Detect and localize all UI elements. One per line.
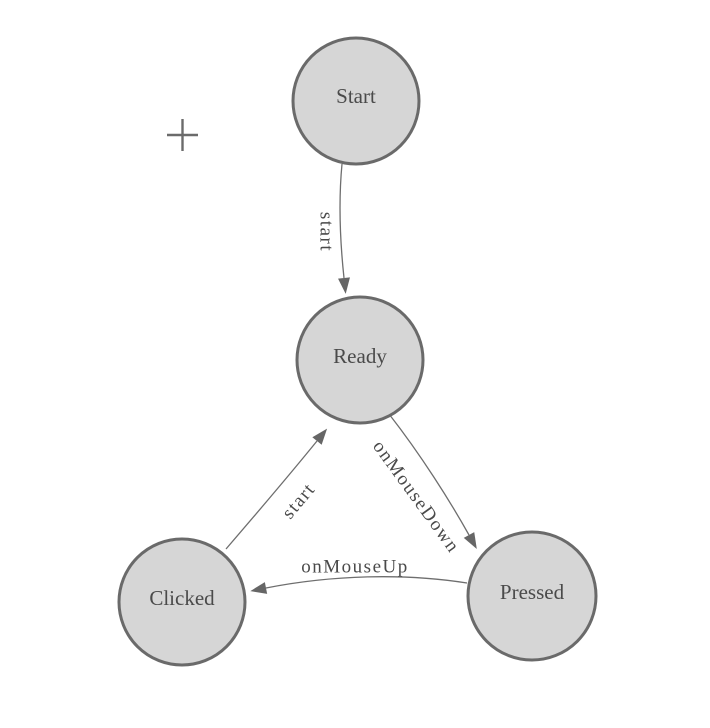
state-node-ready[interactable]: Ready bbox=[295, 295, 425, 425]
edge-line[interactable] bbox=[250, 576, 468, 594]
edge-label-clicked-to-ready: start bbox=[278, 479, 320, 523]
state-node-circle[interactable] bbox=[466, 530, 598, 662]
state-node-start[interactable]: Start bbox=[291, 36, 421, 166]
state-node-circle[interactable] bbox=[117, 537, 247, 667]
edge-label-pressed-to-clicked: onMouseUp bbox=[301, 557, 408, 578]
state-node-label-clicked: Clicked bbox=[149, 586, 215, 610]
edge-line[interactable] bbox=[388, 413, 477, 549]
edge-line[interactable] bbox=[338, 163, 350, 294]
state-node-circle[interactable] bbox=[291, 36, 421, 166]
edge-label-ready-to-pressed: onMouseDown bbox=[368, 437, 464, 557]
state-node-label-pressed: Pressed bbox=[500, 580, 565, 604]
state-node-clicked[interactable]: Clicked bbox=[117, 537, 247, 667]
edge-clicked-to-ready[interactable]: start bbox=[225, 428, 328, 550]
crosshair-icon bbox=[167, 119, 198, 151]
edge-start-to-ready[interactable]: start bbox=[316, 163, 350, 294]
state-node-label-start: Start bbox=[336, 84, 376, 108]
state-node-circle[interactable] bbox=[295, 295, 425, 425]
state-node-pressed[interactable]: Pressed bbox=[466, 530, 598, 662]
edge-pressed-to-clicked[interactable]: onMouseUp bbox=[250, 557, 468, 594]
edge-ready-to-pressed[interactable]: onMouseDown bbox=[368, 413, 477, 557]
state-node-label-ready: Ready bbox=[333, 344, 387, 368]
edge-label-start-to-ready: start bbox=[316, 212, 337, 252]
edge-line[interactable] bbox=[225, 428, 328, 550]
